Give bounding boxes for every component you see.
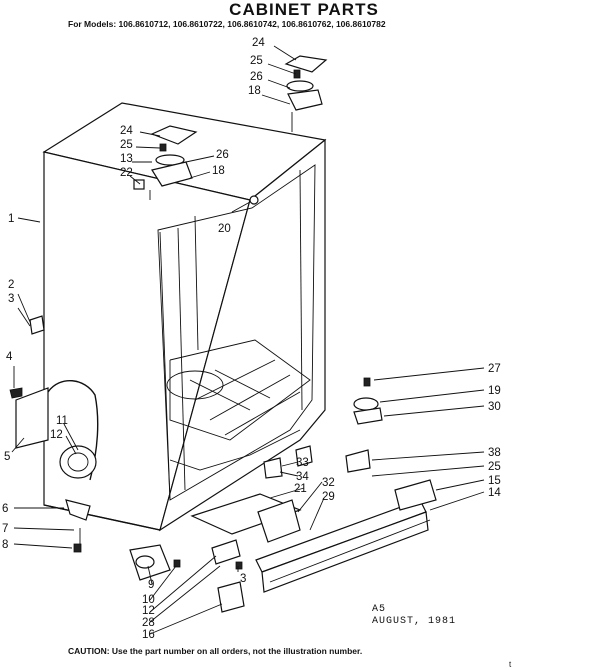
callout-21: 21 [294, 483, 307, 495]
callout-24-center: 24 [120, 125, 133, 137]
models-line: For Models: 106.8610712, 106.8610722, 10… [68, 19, 386, 29]
callout-25-center: 25 [120, 139, 133, 151]
callout-33: 33 [296, 457, 309, 469]
callout-11: 11 [56, 415, 68, 427]
callout-10: 10 [142, 594, 155, 606]
caution-note: CAUTION: Use the part number on all orde… [68, 646, 363, 656]
callout-24-upper: 24 [252, 37, 265, 49]
callout-18-center: 18 [212, 165, 225, 177]
right-side-parts [263, 377, 383, 479]
callout-20: 20 [218, 223, 231, 235]
callout-1: 1 [8, 213, 14, 225]
cabinet-shell [42, 102, 327, 532]
callout-25-upper: 25 [250, 55, 263, 67]
callout-7: 7 [2, 523, 8, 535]
callout-8: 8 [2, 539, 8, 551]
callout-34: 34 [296, 471, 309, 483]
callout-32: 32 [322, 477, 335, 489]
plug-part [249, 195, 259, 205]
callout-19: 19 [488, 385, 501, 397]
callout-2: 2 [8, 279, 14, 291]
callout-6: 6 [2, 503, 8, 515]
callout-38: 38 [488, 447, 501, 459]
callout-25-right: 25 [488, 461, 501, 473]
callout-27: 27 [488, 363, 501, 375]
callout-22: 22 [120, 167, 133, 179]
callout-12-bottom: 12 [142, 605, 155, 617]
bottom-parts [129, 479, 437, 613]
callout-13: 13 [120, 153, 133, 165]
upper-hinge-assembly-right [284, 55, 328, 132]
callout-9: 9 [148, 579, 154, 591]
upper-hinge-assembly-center [133, 125, 198, 200]
callout-labels: 24 25 26 18 24 25 13 22 26 18 20 1 2 3 4… [2, 37, 501, 641]
revision-code: A5 [372, 604, 387, 615]
callout-28: 28 [142, 617, 155, 629]
callout-3-left: 3 [8, 293, 14, 305]
callout-18-upper: 18 [248, 85, 261, 97]
callout-4: 4 [6, 351, 13, 363]
callout-12-left: 12 [50, 429, 63, 441]
callout-26-upper: 26 [250, 71, 263, 83]
callout-3-bottom: 3 [240, 573, 246, 585]
callout-5: 5 [4, 451, 10, 463]
left-side-parts [9, 315, 99, 553]
callout-26-center: 26 [216, 149, 229, 161]
callout-14: 14 [488, 487, 501, 499]
callout-29: 29 [322, 491, 335, 503]
callout-16: 16 [142, 629, 155, 641]
revision-date: AUGUST, 1981 [372, 616, 457, 627]
diagram-title: CABINET PARTS [229, 0, 379, 19]
callout-15: 15 [488, 475, 501, 487]
stray-mark: t [509, 660, 512, 669]
callout-30: 30 [488, 401, 501, 413]
callout-leader-lines [11, 45, 485, 635]
